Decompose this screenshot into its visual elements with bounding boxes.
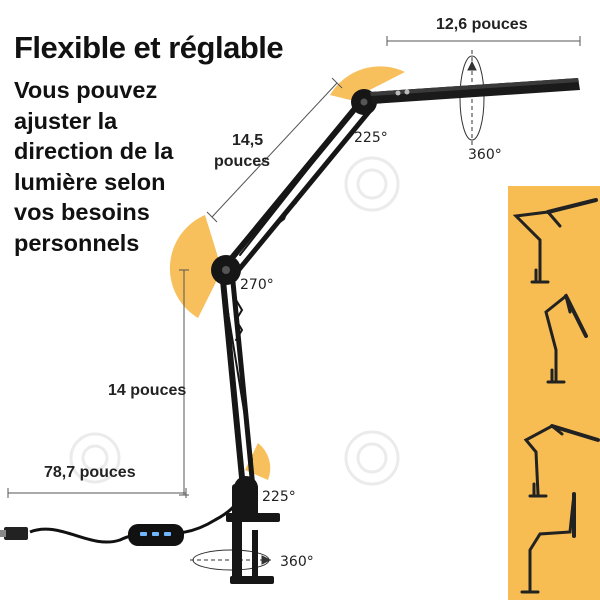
page-heading: Flexible et réglable (14, 30, 284, 65)
description: Vous pouvez ajuster la direction de la l… (14, 75, 204, 258)
description-line: direction de la (14, 138, 174, 164)
cable-length-label: 78,7 pouces (44, 464, 136, 481)
description-line: vos besoins (14, 199, 150, 225)
base-rotation-angle: 360° (280, 554, 314, 570)
power-cable (0, 497, 242, 546)
usb-plug-icon (4, 527, 28, 540)
desk-clamp (226, 484, 280, 584)
light-bar (370, 78, 580, 104)
elbow-angle-sector (169, 215, 222, 318)
head-length-label: 12,6 pouces (436, 16, 528, 33)
head-joint-angle: 225° (354, 130, 388, 146)
lamp-body (219, 97, 375, 491)
dimension-lines (7, 36, 581, 498)
watermark-logo (69, 156, 400, 486)
upper-arm-length-unit: pouces (214, 153, 271, 170)
head-rotation-angle: 360° (468, 147, 502, 163)
base-joint-angle: 225° (262, 489, 296, 505)
description-line: lumière selon (14, 168, 166, 195)
lower-arm-length-label: 14 pouces (108, 382, 187, 399)
description-line: personnels (14, 229, 140, 256)
angle-indicators (169, 66, 405, 480)
upper-arm-length-label: 14,5 (232, 132, 264, 149)
elbow-angle: 270° (240, 277, 274, 293)
usage-examples-panel (508, 186, 600, 600)
description-line: ajuster la (14, 107, 118, 134)
head-angle-sector (330, 66, 405, 100)
description-line: Vous pouvez (14, 77, 158, 103)
